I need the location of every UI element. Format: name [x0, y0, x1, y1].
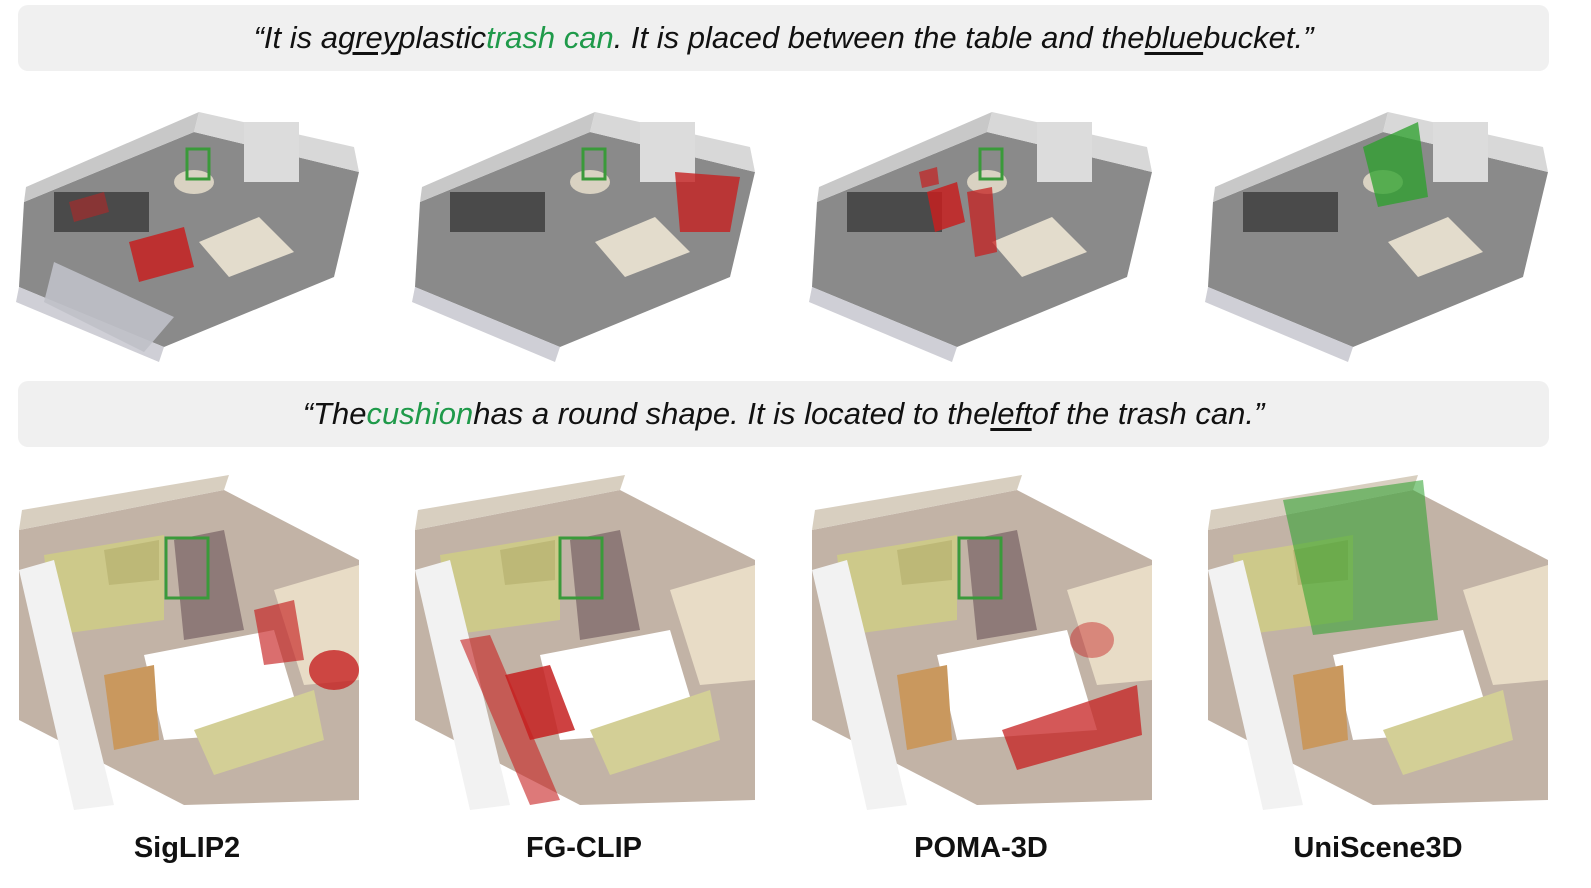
- caption-target-object: cushion: [366, 396, 474, 431]
- ground-truth-box: [558, 536, 604, 600]
- caption-part: “It is a: [253, 20, 338, 55]
- scene1-siglip2-panel: [14, 92, 364, 362]
- ground-truth-box: [581, 147, 607, 181]
- ground-truth-box: [164, 536, 210, 600]
- scene1-poma3d-panel: [807, 92, 1157, 362]
- query-caption-1: “It is a grey plastic trash can. It is p…: [18, 5, 1549, 71]
- ground-truth-box: [185, 147, 211, 181]
- method-label-poma3d: POMA-3D: [914, 832, 1048, 864]
- caption-part: bucket.”: [1203, 20, 1314, 55]
- caption-part: . It is placed between the table and the: [613, 20, 1145, 55]
- scene2-fgclip-panel: [410, 470, 760, 815]
- scene2-poma3d-panel: [807, 470, 1157, 815]
- caption-part: blue: [1144, 20, 1204, 55]
- scene1-fgclip-panel: [410, 92, 760, 362]
- method-label-fgclip: FG-CLIP: [526, 832, 642, 864]
- method-label-siglip2: SigLIP2: [133, 832, 241, 864]
- query-caption-2: “The cushion has a round shape. It is lo…: [18, 381, 1549, 447]
- scene2-siglip2-panel: [14, 470, 364, 815]
- caption-part: grey: [337, 20, 399, 55]
- scene1-uniscene3d-panel: [1203, 92, 1553, 362]
- caption-target-object: trash can: [486, 20, 614, 55]
- caption-part: “The: [302, 396, 367, 431]
- caption-part: has a round shape. It is located to the: [473, 396, 991, 431]
- caption-part: of the trash can.”: [1031, 396, 1265, 431]
- ground-truth-box: [957, 536, 1003, 600]
- caption-part: left: [990, 396, 1032, 431]
- method-label-uniscene3d: UniScene3D: [1293, 832, 1463, 864]
- caption-part: plastic: [398, 20, 487, 55]
- scene2-uniscene3d-panel: [1203, 470, 1553, 815]
- ground-truth-box: [978, 147, 1004, 181]
